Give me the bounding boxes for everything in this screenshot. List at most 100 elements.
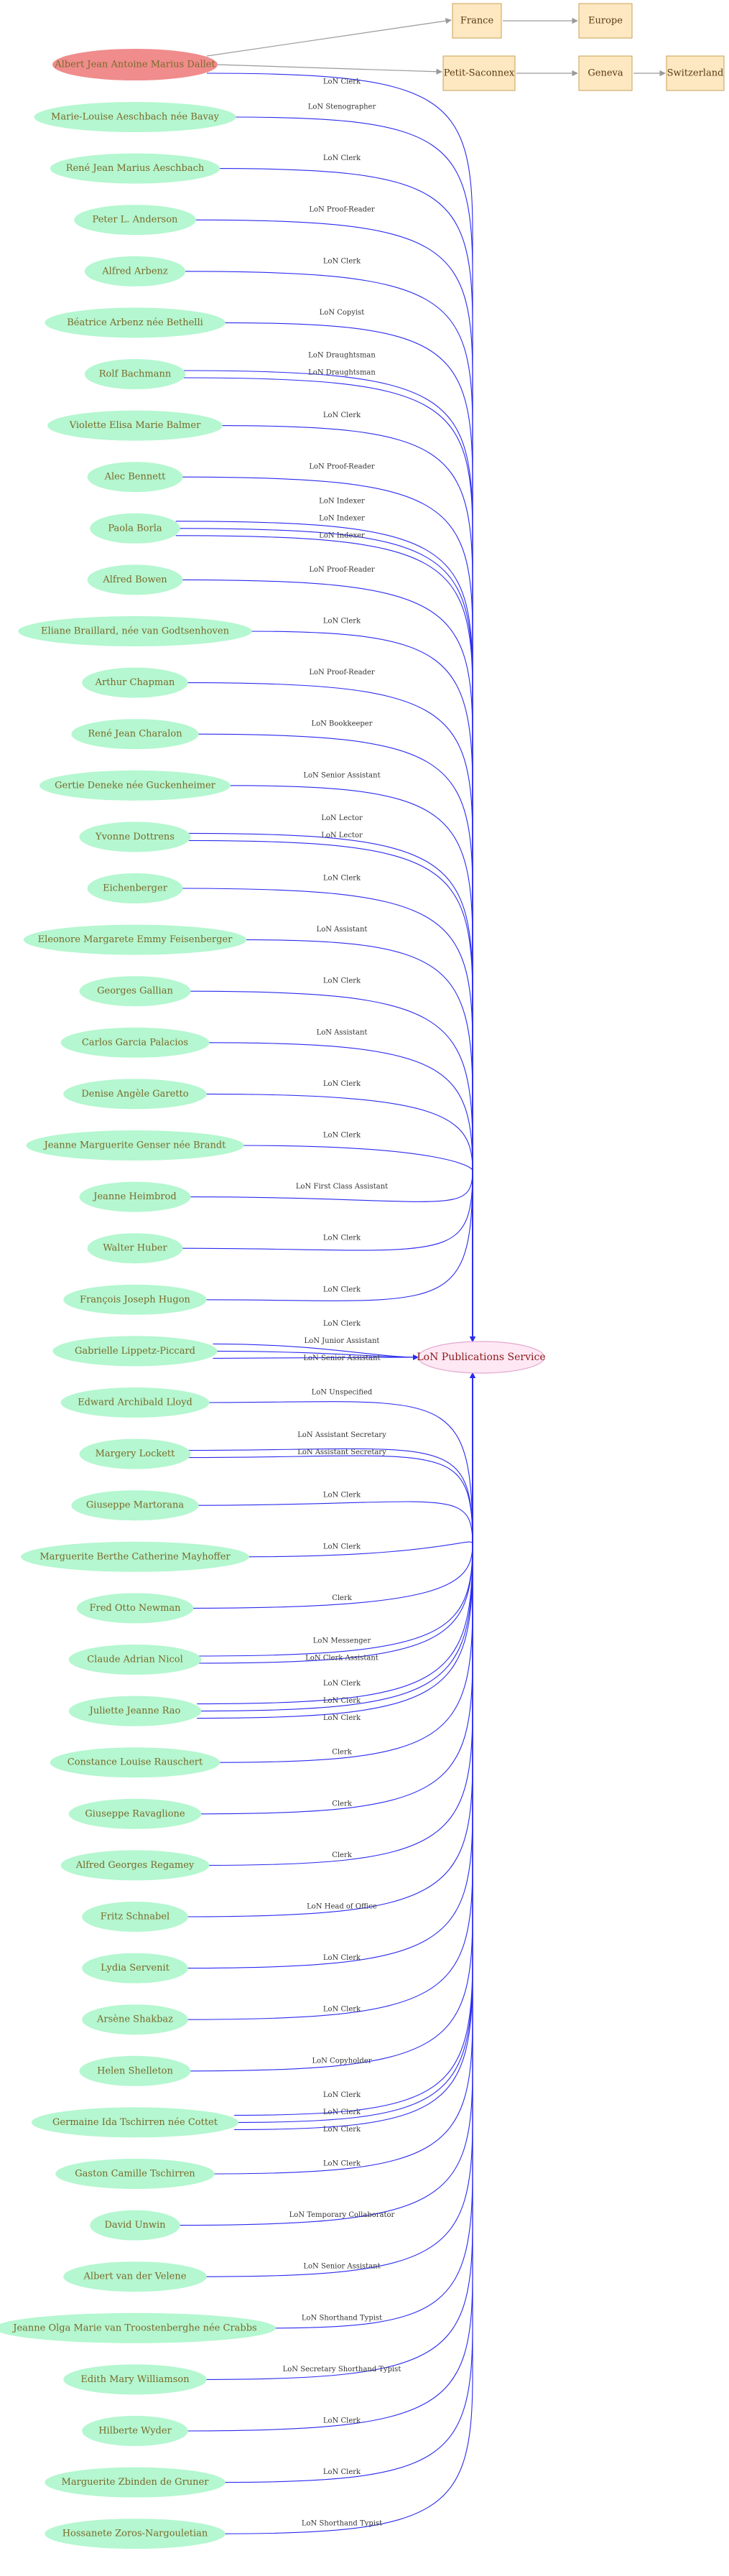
person-node[interactable] [50,153,220,184]
edge-person-hub [191,219,475,1342]
person-node-label: Denise Angèle Garetto [81,1089,188,1099]
person-node[interactable] [68,1645,202,1675]
edge-person-hub-label: LoN Proof-Reader [309,566,375,574]
edge-person-hub [215,1372,475,1763]
person-node[interactable] [84,256,186,287]
edge-person-hub-label: LoN Copyist [320,309,365,317]
edge-person-hub-label: LoN Draughtsman [308,352,376,360]
person-node[interactable] [31,2107,239,2138]
person-node[interactable] [87,873,183,903]
person-node[interactable] [60,1387,210,1418]
edge-person-hub-label: LoN Lector [321,832,363,840]
start-node[interactable] [52,49,218,80]
person-node[interactable] [68,1696,202,1726]
edge-person-hub [197,1372,475,1815]
person-node[interactable] [26,1130,244,1161]
edge-person-hub [186,990,475,1342]
person-node-label: Gabrielle Lippetz-Piccard [75,1346,195,1357]
edge-person-hub-label: LoN Assistant Secretary [297,1431,386,1439]
edge-person-hub-label: Clerk [332,1851,353,1859]
person-node[interactable] [18,616,252,646]
person-node[interactable] [71,719,199,750]
person-node[interactable] [0,2312,276,2343]
person-node[interactable] [74,205,196,236]
person-node-label: Margery Lockett [96,1449,176,1459]
person-node[interactable] [90,513,180,544]
edge-person-hub-label: LoN Clerk [323,618,361,626]
person-node[interactable] [79,2055,191,2086]
person-node[interactable] [63,2364,207,2395]
hub-node[interactable] [417,1341,545,1374]
place-node-switzerland[interactable] [666,55,725,91]
person-node[interactable] [79,1181,191,1212]
person-node[interactable] [84,359,186,389]
person-node[interactable] [60,1850,210,1881]
edge-person-hub [197,1372,475,1719]
place-node-france[interactable] [452,3,502,39]
person-node[interactable] [76,1593,194,1624]
person-node[interactable] [79,1438,191,1469]
person-node-label: Alfred Georges Regamey [75,1860,195,1871]
person-node[interactable] [68,1798,202,1829]
edge-person-hub [181,377,475,1342]
person-node[interactable] [60,1027,210,1058]
person-node[interactable] [79,822,191,852]
place-node-petit-saconnex[interactable] [442,55,516,91]
person-node[interactable] [63,1284,207,1315]
person-node[interactable] [63,2261,207,2292]
person-node-label: Eleonore Margarete Emmy Feisenberger [38,934,233,945]
edge-person-hub-label: LoN Senior Assistant [303,1354,380,1362]
person-node-label: Jeanne Heimbrod [92,1191,176,1202]
place-node-geneva[interactable] [578,55,633,91]
person-node[interactable] [45,2519,226,2549]
person-node[interactable] [21,1541,249,1572]
person-node[interactable] [63,1079,207,1110]
person-node-label: François Joseph Hugon [80,1294,191,1305]
edge-person-hub [220,1372,475,2483]
edge-person-hub-label: LoN Senior Assistant [303,2263,380,2271]
edge-person-hub [205,1042,475,1342]
edge-person-hub-label: LoN Clerk [323,2108,361,2116]
edge-start-france [206,17,452,57]
person-node[interactable] [87,462,183,493]
person-node[interactable] [82,2416,188,2446]
edge-person-hub [181,271,475,1342]
edge-person-hub-label: LoN Clerk [323,411,361,419]
start-node-label: Albert Jean Antoine Marius Dallet [54,60,215,70]
person-node[interactable] [82,1902,188,1932]
edge-person-hub-label: LoN Clerk [323,875,361,883]
person-node[interactable] [23,924,247,955]
person-node-label: Helen Shelleton [97,2065,173,2076]
person-node[interactable] [82,667,188,698]
edge-person-hub [175,1372,475,2226]
edge-person-hub-label: LoN Clerk [323,1954,361,1962]
person-node[interactable] [52,1336,218,1367]
edge-person-hub [175,521,475,1342]
person-node[interactable] [45,307,226,338]
person-node[interactable] [34,102,236,132]
person-node[interactable] [82,2004,188,2035]
person-node-label: Juliette Jeanne Rao [88,1706,181,1716]
edge-person-hub [183,1372,475,1969]
person-node[interactable] [79,976,191,1007]
person-node[interactable] [82,1953,188,1984]
edge-person-hub-label: LoN Indexer [319,531,365,539]
person-node[interactable] [40,770,231,801]
place-node-europe[interactable] [578,3,633,39]
person-node[interactable] [87,1233,183,1264]
edge-person-hub-label: LoN Clerk [323,2091,361,2099]
person-node[interactable] [47,410,223,441]
person-node[interactable] [87,564,183,595]
person-node-label: Lydia Servenit [101,1963,170,1973]
person-node[interactable] [90,2210,180,2241]
person-node[interactable] [50,1747,220,1778]
person-node[interactable] [55,2159,215,2189]
person-node[interactable] [71,1490,199,1521]
person-node[interactable] [45,2467,226,2498]
edge-person-hub-label: LoN Senior Assistant [303,771,380,779]
edge-person-hub [178,476,475,1342]
person-node-label: Eichenberger [103,883,168,894]
